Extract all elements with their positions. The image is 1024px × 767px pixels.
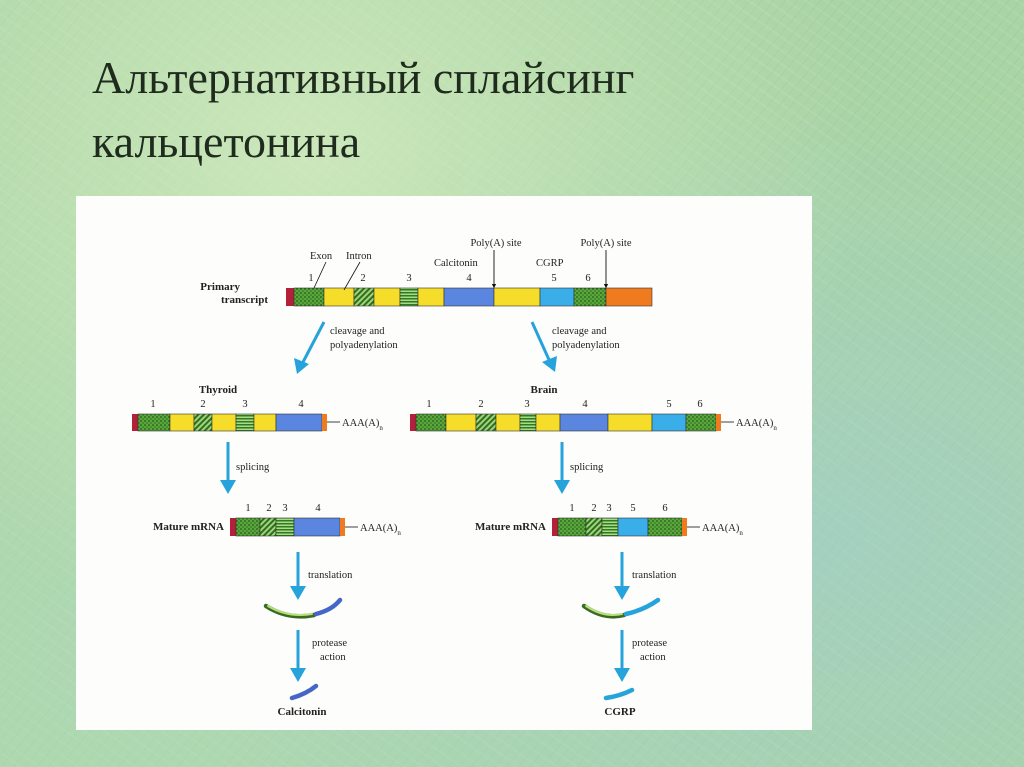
intron	[323, 287, 355, 307]
calcitonin-peptide	[289, 683, 319, 701]
splicing-diagram: Primary transcript Exon Intron 1 2 3 4 5…	[132, 238, 777, 718]
exon-2	[353, 287, 375, 307]
polyA-site-2: Poly(A) site	[580, 238, 631, 249]
cleavage-left-1: cleavage and	[330, 326, 385, 337]
t-exon-num-4: 4	[298, 399, 304, 410]
splicing-arrow-right	[554, 442, 570, 494]
product-right: CGRP	[604, 706, 635, 718]
intron	[417, 287, 445, 307]
splicing-arrow-left	[220, 442, 236, 494]
t-exon-num-1: 1	[150, 399, 155, 410]
product-left: Calcitonin	[278, 706, 327, 718]
p-exon-num-6: 6	[585, 273, 590, 284]
intron-pointer	[343, 261, 361, 291]
cgrp-site-label: CGRP	[536, 258, 564, 269]
diagram-panel: Primary transcript Exon Intron 1 2 3 4 5…	[76, 196, 812, 730]
primary-label-1: Primary	[200, 281, 240, 293]
b-exon-num-3: 3	[524, 399, 529, 410]
thyroid-polyA-tail: AAA(A)n	[342, 418, 383, 432]
exon-label: Exon	[310, 251, 333, 262]
p-exon-num-2: 2	[360, 273, 365, 284]
tm-exon-num-3: 3	[282, 503, 287, 514]
b-exon-num-1: 1	[426, 399, 431, 410]
cap	[286, 288, 294, 306]
tm-exon-num-4: 4	[315, 503, 321, 514]
tm-exon-num-2: 2	[266, 503, 271, 514]
protease-left-1: protease	[312, 638, 347, 649]
exon-1	[293, 287, 325, 307]
cleavage-right-2: polyadenylation	[552, 340, 620, 351]
p-exon-num-1: 1	[308, 273, 313, 284]
translation-arrow-right	[614, 552, 630, 600]
bm-exon-num-5: 5	[630, 503, 635, 514]
polyA-site-1: Poly(A) site	[470, 238, 521, 249]
splicing-left: splicing	[236, 462, 270, 473]
brain-label: Brain	[531, 384, 558, 396]
protease-left-2: action	[320, 652, 346, 663]
protease-arrow-left	[290, 630, 306, 682]
b-exon-num-4: 4	[582, 399, 588, 410]
exon-6	[573, 287, 607, 307]
bm-exon-num-1: 1	[569, 503, 574, 514]
prohormone-right	[581, 597, 661, 619]
thyroid-pre-mrna-bar	[132, 413, 340, 432]
exon-3	[399, 287, 419, 307]
thyroid-label: Thyroid	[199, 384, 237, 396]
p-exon-num-3: 3	[406, 273, 411, 284]
brain-mature-mrna-bar	[552, 517, 700, 537]
cleavage-left-2: polyadenylation	[330, 340, 398, 351]
prohormone-left	[263, 597, 343, 619]
t-exon-num-3: 3	[242, 399, 247, 410]
b-exon-num-6: 6	[697, 399, 702, 410]
primary-label-2: transcript	[221, 294, 268, 306]
protease-right-2: action	[640, 652, 666, 663]
cgrp-peptide	[603, 687, 635, 701]
translation-arrow-left	[290, 552, 306, 600]
thyroid-mature-mrna-bar	[230, 517, 358, 537]
b-exon-num-5: 5	[666, 399, 671, 410]
intron-label: Intron	[346, 251, 372, 262]
thyroid-mature-polyA: AAA(A)n	[360, 523, 401, 537]
cleavage-right-1: cleavage and	[552, 326, 607, 337]
protease-arrow-right	[614, 630, 630, 682]
title-line-2: кальцетонина	[92, 116, 361, 167]
splicing-right: splicing	[570, 462, 604, 473]
exon-pointer	[313, 261, 327, 289]
exon-5	[539, 287, 575, 307]
p-exon-num-5: 5	[551, 273, 556, 284]
bm-exon-num-3: 3	[606, 503, 611, 514]
title-line-1: Альтернативный сплайсинг	[92, 52, 635, 103]
translation-left: translation	[308, 570, 353, 581]
mature-mrna-right-label: Mature mRNA	[475, 521, 546, 533]
mature-mrna-left-label: Mature mRNA	[153, 521, 224, 533]
p-exon-num-4: 4	[466, 273, 472, 284]
brain-mature-polyA: AAA(A)n	[702, 523, 743, 537]
tm-exon-num-1: 1	[245, 503, 250, 514]
t-exon-num-2: 2	[200, 399, 205, 410]
bm-exon-num-2: 2	[591, 503, 596, 514]
brain-polyA-tail: AAA(A)n	[736, 418, 777, 432]
protease-right-1: protease	[632, 638, 667, 649]
intron	[493, 287, 541, 307]
bm-exon-num-6: 6	[662, 503, 667, 514]
intron	[373, 287, 401, 307]
calcitonin-site-label: Calcitonin	[434, 258, 478, 269]
tail	[605, 287, 653, 307]
cleavage-arrow-left	[294, 321, 326, 374]
exon-4	[443, 287, 495, 307]
b-exon-num-2: 2	[478, 399, 483, 410]
primary-transcript-bar	[286, 287, 653, 307]
cleavage-arrow-right	[530, 321, 557, 372]
translation-right: translation	[632, 570, 677, 581]
brain-pre-mrna-bar	[410, 413, 734, 432]
page-title: Альтернативный сплайсинг кальцетонина	[92, 46, 634, 174]
